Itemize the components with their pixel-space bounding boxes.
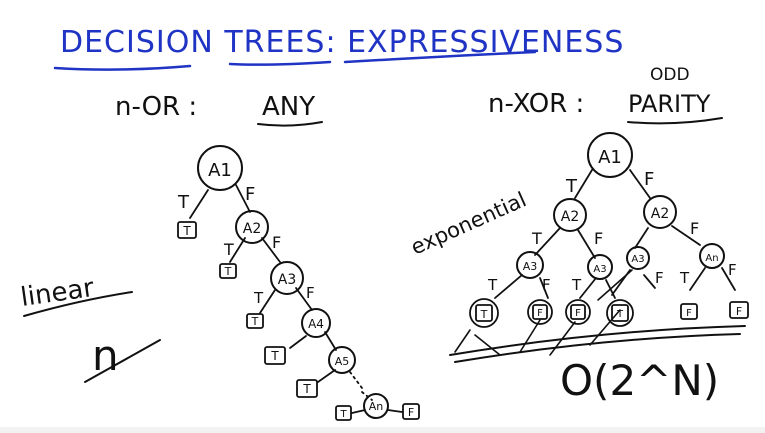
right-leaf: F (527, 299, 553, 325)
title-underline-3 (343, 50, 537, 64)
left-leaf-true: T (296, 379, 318, 398)
complexity: O(2^N) (560, 356, 719, 405)
right-edge-true-label: T (565, 176, 578, 197)
left-edge-false-label: F (245, 184, 255, 205)
left-edge-true-label: T (223, 240, 234, 259)
right-node-a3: A3 (626, 246, 650, 270)
right-edge-true-label: T (487, 276, 498, 294)
left-leaf-true: T (177, 221, 197, 239)
left-node-a4: A4 (301, 308, 331, 338)
right-edge-false-label: F (594, 229, 603, 248)
right-edge-false-label: F (690, 219, 699, 238)
title: DECISION TREES: EXPRESSIVENESS (60, 25, 624, 60)
svg-text:F: F (408, 406, 414, 419)
left-side-value-underline (84, 339, 161, 383)
svg-text:A2: A2 (243, 221, 261, 237)
left-node-a2: A2 (235, 210, 269, 244)
left-heading-underline (257, 121, 323, 127)
right-edge-false-label: F (728, 261, 737, 279)
svg-text:A3: A3 (278, 272, 296, 288)
svg-text:A2: A2 (651, 206, 669, 222)
svg-text:T: T (339, 409, 347, 420)
svg-text:T: T (224, 265, 232, 278)
svg-text:An: An (705, 253, 718, 264)
svg-text:T: T (251, 315, 259, 328)
svg-text:A3: A3 (523, 260, 538, 273)
left-leaf-true: T (335, 405, 352, 421)
right-node-a2-right: A2 (643, 195, 677, 229)
right-heading-emph: PARITY (628, 90, 711, 118)
right-node-an: An (699, 243, 725, 269)
svg-text:F: F (575, 308, 581, 319)
left-node-a5: A5 (328, 346, 356, 374)
left-side-value: n (92, 331, 119, 380)
left-node-an: An (363, 393, 389, 419)
right-edge-true-label: T (531, 229, 542, 248)
svg-text:A4: A4 (308, 317, 324, 331)
left-heading-emph: ANY (262, 92, 315, 122)
right-edge-false-label: F (542, 276, 551, 294)
right-edge-false-label: F (644, 169, 654, 190)
right-edge-true-label: T (679, 269, 690, 287)
right-edge-true-label: T (571, 276, 582, 294)
svg-text:A1: A1 (598, 147, 622, 168)
right-tree-scribbles (454, 269, 633, 356)
left-leaf-true: T (246, 313, 264, 329)
right-side-label: exponential (407, 187, 530, 259)
right-leaf: F (729, 301, 749, 319)
title-underline-1 (53, 64, 192, 71)
svg-text:F: F (736, 305, 742, 318)
svg-text:T: T (480, 308, 488, 321)
left-leaf-true: T (264, 346, 286, 365)
svg-text:F: F (537, 308, 543, 319)
right-leaf: F (680, 303, 698, 320)
right-heading-prefix: n-XOR : (488, 89, 584, 119)
left-edge-false-label: F (306, 284, 315, 302)
svg-text:An: An (369, 400, 384, 413)
svg-text:T: T (270, 349, 279, 363)
left-edge-false-label: F (272, 233, 281, 252)
right-heading-underline (627, 117, 723, 125)
left-edge-true-label: T (253, 289, 264, 307)
left-leaf-true: T (219, 263, 237, 279)
title-underline-2 (228, 60, 332, 66)
right-leaf: T (606, 299, 634, 327)
right-edge-false-label: F (655, 269, 664, 287)
svg-text:A2: A2 (561, 209, 579, 225)
left-heading-prefix: n-OR : (115, 92, 197, 122)
left-side-underline (23, 291, 133, 317)
left-node-a3: A3 (270, 261, 304, 295)
right-node-a2-left: A2 (553, 198, 587, 232)
right-node-a3: A3 (516, 251, 544, 279)
right-node-a3: A3 (587, 254, 613, 280)
right-node-a1: A1 (587, 132, 633, 178)
left-edge-true-label: T (177, 192, 190, 213)
complexity-underline-2 (454, 333, 741, 363)
right-leaf: F (565, 299, 591, 325)
right-leaf: T (469, 298, 499, 328)
svg-text:T: T (302, 382, 311, 396)
bottom-strip (0, 427, 765, 433)
right-heading-note: ODD (650, 65, 690, 85)
left-node-a1: A1 (197, 145, 243, 191)
svg-text:F: F (686, 308, 692, 319)
svg-text:T: T (616, 309, 624, 320)
svg-text:A3: A3 (631, 254, 644, 265)
svg-text:T: T (182, 224, 191, 238)
svg-text:A3: A3 (593, 264, 606, 275)
svg-text:A1: A1 (208, 160, 232, 181)
svg-text:A5: A5 (335, 355, 350, 368)
left-tree-edges (189, 184, 403, 414)
left-leaf-false: F (402, 403, 420, 420)
